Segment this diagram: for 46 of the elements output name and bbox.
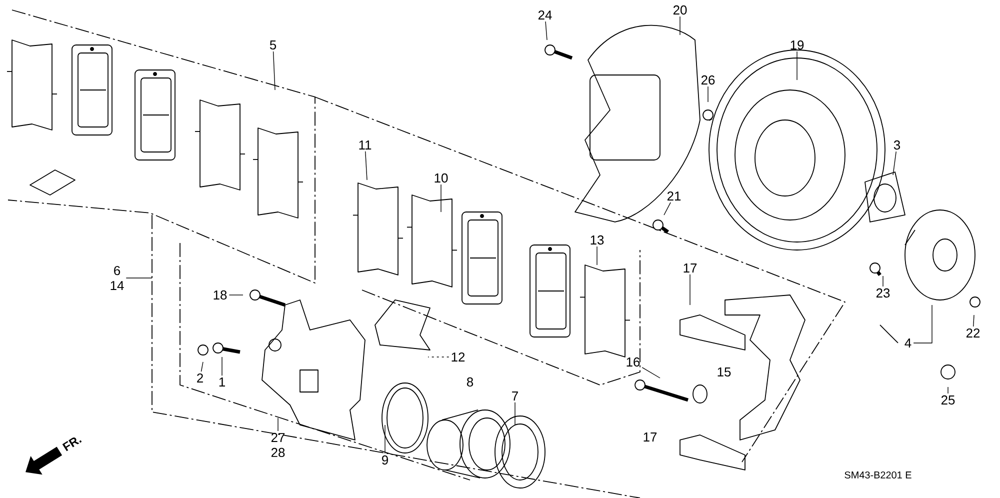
callout-number: 12 [452, 352, 465, 362]
callout-number: 2 [197, 373, 203, 383]
callout-number: 20 [673, 5, 687, 15]
callout-number: 13 [590, 235, 604, 245]
leader-line [365, 151, 368, 180]
leader-line [514, 402, 516, 426]
leader-line [913, 304, 932, 344]
leader-line [796, 51, 798, 80]
leader-line [642, 367, 660, 378]
leader-line [384, 424, 386, 454]
callout-number: 26 [701, 75, 715, 85]
leader-line [200, 362, 204, 372]
diagram-code: SM43-B2201 E [844, 471, 912, 479]
leader-line [228, 294, 244, 296]
callout-number: 3 [894, 140, 900, 150]
leader-line [882, 276, 884, 287]
leader-line [973, 314, 974, 327]
callout-number: 19 [790, 40, 804, 50]
leader-line [596, 246, 598, 266]
callout-number: 5 [270, 40, 276, 50]
callout-number: 25 [941, 395, 955, 405]
callout-number: 17 [684, 264, 697, 272]
callout-number: 6 14 [110, 266, 124, 290]
callout-number: 8 [466, 377, 474, 387]
callout-number: 10 [434, 173, 448, 183]
leader-line [428, 356, 450, 358]
callout-number: 17 [644, 432, 657, 442]
callout-number: 27 28 [271, 432, 285, 458]
callout-number: 23 [876, 288, 890, 298]
callout-number: 22 [966, 328, 980, 338]
leader-line [664, 202, 671, 216]
leader-line [272, 51, 276, 90]
callout-number: 24 [538, 10, 552, 20]
leader-line [892, 151, 896, 176]
callout-number: 16 [626, 357, 640, 367]
callout-number: 15 [718, 367, 731, 376]
callout-number: 11 [359, 140, 372, 150]
callout-number: 4 [904, 338, 912, 348]
leader-line [545, 21, 548, 40]
callout-number: 21 [667, 191, 681, 201]
callout-number: 1 [219, 378, 225, 386]
callout-number: 18 [214, 290, 227, 300]
direction-label: FR. [62, 437, 82, 452]
callout-number: 9 [382, 455, 388, 465]
callout-number: 7 [512, 392, 518, 400]
leader-line [440, 184, 442, 212]
